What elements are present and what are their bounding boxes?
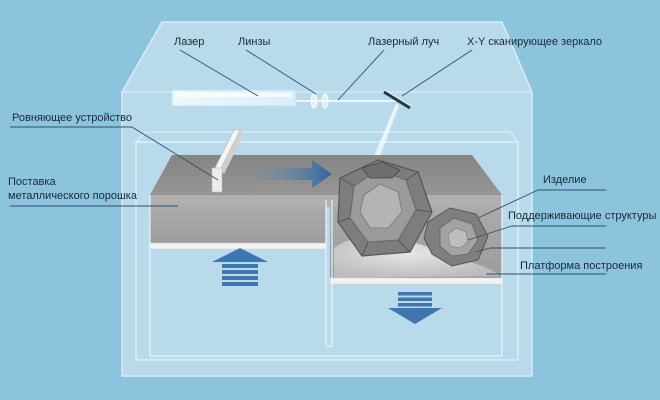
scan-mirror — [383, 89, 412, 110]
label-scan-mirror: X-Y сканирующее зеркало — [467, 36, 603, 48]
build-platform-plate — [329, 277, 503, 285]
label-build-platform: Платформа построения — [520, 260, 643, 272]
label-part: Изделие — [543, 174, 587, 186]
recoater-blade — [211, 129, 244, 193]
label-recoater: Ровняющее устройство — [12, 112, 132, 124]
part-small — [423, 207, 489, 267]
arrow-up-icon — [212, 248, 268, 286]
label-powder-supply-line1: Поставка — [8, 176, 56, 188]
part-large — [337, 159, 433, 257]
arrow-down-icon — [388, 292, 442, 324]
label-lenses: Линзы — [238, 36, 271, 48]
laser-beam-down — [370, 103, 399, 166]
label-laser-beam: Лазерный луч — [368, 36, 440, 48]
label-laser: Лазер — [174, 36, 205, 48]
leader-lines — [10, 49, 606, 275]
supply-platform — [149, 242, 327, 250]
chamber-walls — [149, 195, 503, 357]
label-powder-supply-line2: металлического порошка — [8, 190, 137, 202]
arrow-right-icon — [258, 160, 332, 188]
label-supports: Поддерживающие структуры — [508, 210, 657, 222]
laser-tube — [171, 89, 297, 107]
